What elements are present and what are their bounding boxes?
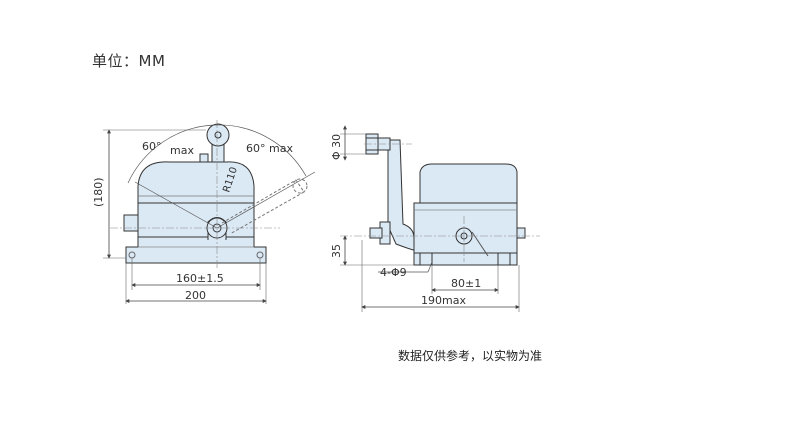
front-base-plate bbox=[125, 233, 267, 264]
side-lever-arm bbox=[387, 139, 415, 251]
disclaimer-note: 数据仅供参考，以实物为准 bbox=[398, 349, 543, 363]
front-height-label: (180) bbox=[92, 177, 105, 207]
side-overall-length-label: 190max bbox=[421, 294, 466, 307]
holes-label: 4-Φ9 bbox=[380, 266, 407, 279]
side-view bbox=[340, 125, 540, 312]
front-cover bbox=[137, 161, 255, 204]
front-view bbox=[103, 120, 316, 304]
angle-left-max-label: max bbox=[170, 144, 194, 157]
side-base bbox=[413, 252, 518, 266]
unit-label: 单位：MM bbox=[92, 52, 166, 70]
angle-left-label: 60° bbox=[142, 140, 162, 153]
roller-diameter-label: Φ 30 bbox=[330, 134, 343, 160]
angle-right-label: 60° max bbox=[246, 142, 293, 155]
side-mount-spacing-label: 80±1 bbox=[451, 277, 481, 290]
front-mount-spacing-label: 160±1.5 bbox=[176, 272, 224, 285]
side-cover bbox=[419, 163, 518, 204]
front-lower-body bbox=[137, 202, 255, 238]
front-roller bbox=[206, 123, 230, 147]
side-height-label: 35 bbox=[330, 244, 343, 258]
front-overall-width-label: 200 bbox=[185, 289, 206, 302]
